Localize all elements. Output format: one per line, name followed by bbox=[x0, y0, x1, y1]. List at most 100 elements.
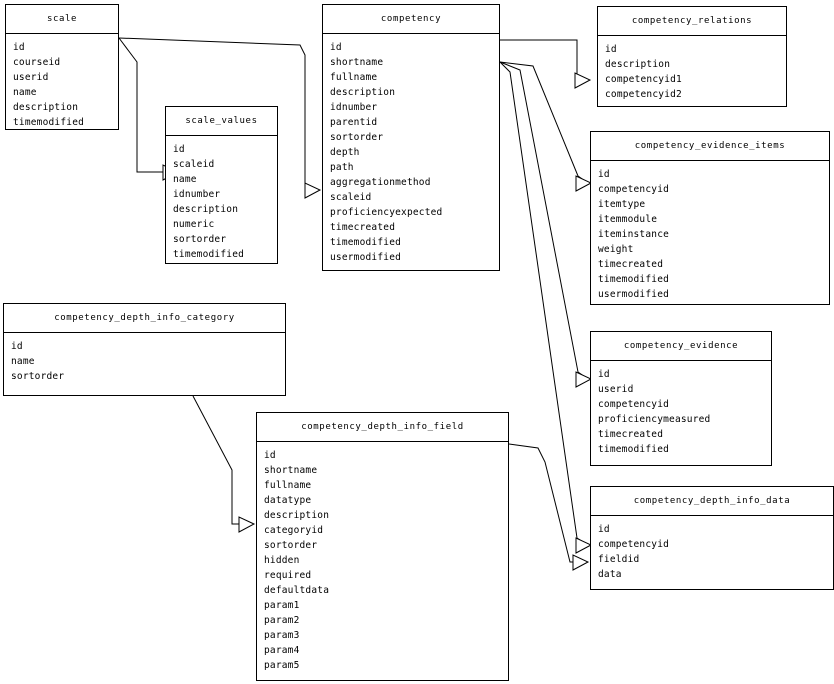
edge-competency-to-evidence-items bbox=[499, 61, 593, 192]
entity-scale-values[interactable]: scale_values id scaleid name idnumber de… bbox=[165, 106, 278, 264]
field-row: competencyid bbox=[598, 184, 670, 195]
field-row: weight bbox=[598, 244, 634, 255]
field-row: userid bbox=[598, 384, 634, 395]
arrowhead-icon bbox=[574, 72, 592, 89]
field-row: hidden bbox=[264, 555, 300, 566]
field-row: timemodified bbox=[598, 274, 670, 285]
entity-field-list: id competencyid fieldid data bbox=[591, 516, 833, 588]
field-row: id bbox=[598, 524, 610, 535]
field-row: param5 bbox=[264, 660, 300, 671]
field-row: itemmodule bbox=[598, 214, 658, 225]
entity-title: scale_values bbox=[166, 107, 277, 136]
field-row: competencyid bbox=[598, 539, 670, 550]
field-row: shortname bbox=[330, 57, 384, 68]
entity-field-list: id competencyid itemtype itemmodule item… bbox=[591, 161, 829, 308]
field-row: usermodified bbox=[330, 252, 402, 263]
field-row: aggregationmethod bbox=[330, 177, 431, 188]
field-row: depth bbox=[330, 147, 360, 158]
entity-competency-evidence-items[interactable]: competency_evidence_items id competencyi… bbox=[590, 131, 830, 305]
field-row: iteminstance bbox=[598, 229, 670, 240]
field-row: description bbox=[13, 102, 79, 113]
field-row: competencyid1 bbox=[605, 74, 682, 85]
field-row: id bbox=[13, 42, 25, 53]
field-row: id bbox=[330, 42, 342, 53]
field-row: name bbox=[173, 174, 197, 185]
entity-competency-evidence[interactable]: competency_evidence id userid competency… bbox=[590, 331, 772, 466]
entity-field-list: id name sortorder bbox=[4, 333, 285, 390]
edge-category-to-field bbox=[192, 395, 256, 533]
field-row: idnumber bbox=[330, 102, 378, 113]
field-row: datatype bbox=[264, 495, 312, 506]
entity-field-list: id description competencyid1 competencyi… bbox=[598, 36, 786, 108]
entity-competency-depth-info-data[interactable]: competency_depth_info_data id competency… bbox=[590, 486, 834, 590]
arrowhead-icon bbox=[238, 516, 256, 533]
field-row: param1 bbox=[264, 600, 300, 611]
field-row: sortorder bbox=[11, 371, 65, 382]
entity-field-list: id courseid userid name description time… bbox=[6, 34, 118, 136]
field-row: fieldid bbox=[598, 554, 640, 565]
entity-title: competency_depth_info_data bbox=[591, 487, 833, 516]
entity-title: competency bbox=[323, 5, 499, 34]
entity-field-list: id userid competencyid proficiencymeasur… bbox=[591, 361, 771, 463]
arrowhead-icon bbox=[575, 175, 593, 192]
field-row: timecreated bbox=[598, 429, 664, 440]
field-row: competencyid2 bbox=[605, 89, 682, 100]
field-row: sortorder bbox=[173, 234, 227, 245]
field-row: id bbox=[11, 341, 23, 352]
field-row: timecreated bbox=[330, 222, 396, 233]
entity-scale[interactable]: scale id courseid userid name descriptio… bbox=[5, 4, 119, 130]
field-row: id bbox=[598, 169, 610, 180]
edge-competency-to-relations bbox=[500, 39, 592, 89]
field-row: name bbox=[13, 87, 37, 98]
entity-title: competency_depth_info_category bbox=[4, 304, 285, 333]
field-row: courseid bbox=[13, 57, 61, 68]
field-row: proficiencymeasured bbox=[598, 414, 711, 425]
entity-title: competency_evidence bbox=[591, 332, 771, 361]
field-row: param3 bbox=[264, 630, 300, 641]
field-row: timemodified bbox=[598, 444, 670, 455]
field-row: required bbox=[264, 570, 312, 581]
field-row: name bbox=[11, 356, 35, 367]
field-row: timecreated bbox=[598, 259, 664, 270]
field-row: proficiencyexpected bbox=[330, 207, 443, 218]
field-row: idnumber bbox=[173, 189, 221, 200]
entity-field-list: id scaleid name idnumber description num… bbox=[166, 136, 277, 268]
entity-competency[interactable]: competency id shortname fullname descrip… bbox=[322, 4, 500, 271]
field-row: itemtype bbox=[598, 199, 646, 210]
field-row: param2 bbox=[264, 615, 300, 626]
field-row: competencyid bbox=[598, 399, 670, 410]
field-row: timemodified bbox=[173, 249, 245, 260]
field-row: description bbox=[264, 510, 330, 521]
field-row: shortname bbox=[264, 465, 318, 476]
field-row: defaultdata bbox=[264, 585, 330, 596]
field-row: param4 bbox=[264, 645, 300, 656]
field-row: id bbox=[598, 369, 610, 380]
field-row: scaleid bbox=[330, 192, 372, 203]
field-row: fullname bbox=[264, 480, 312, 491]
field-row: data bbox=[598, 569, 622, 580]
entity-title: scale bbox=[6, 5, 118, 34]
arrowhead-icon bbox=[575, 371, 593, 388]
arrowhead-icon bbox=[575, 537, 593, 554]
field-row: usermodified bbox=[598, 289, 670, 300]
arrowhead-icon bbox=[304, 182, 322, 199]
entity-competency-relations[interactable]: competency_relations id description comp… bbox=[597, 6, 787, 107]
edge-field-to-depth-info-data bbox=[508, 443, 590, 571]
entity-field-list: id shortname fullname datatype descripti… bbox=[257, 442, 508, 679]
entity-competency-depth-info-category[interactable]: competency_depth_info_category id name s… bbox=[3, 303, 286, 396]
field-row: id bbox=[173, 144, 185, 155]
field-row: id bbox=[605, 44, 617, 55]
entity-title: competency_evidence_items bbox=[591, 132, 829, 161]
entity-title: competency_relations bbox=[598, 7, 786, 36]
field-row: parentid bbox=[330, 117, 378, 128]
field-row: description bbox=[330, 87, 396, 98]
entity-title: competency_depth_info_field bbox=[257, 413, 508, 442]
field-row: timemodified bbox=[330, 237, 402, 248]
entity-competency-depth-info-field[interactable]: competency_depth_info_field id shortname… bbox=[256, 412, 509, 681]
entity-field-list: id shortname fullname description idnumb… bbox=[323, 34, 499, 271]
field-row: sortorder bbox=[330, 132, 384, 143]
field-row: numeric bbox=[173, 219, 215, 230]
field-row: scaleid bbox=[173, 159, 215, 170]
field-row: fullname bbox=[330, 72, 378, 83]
